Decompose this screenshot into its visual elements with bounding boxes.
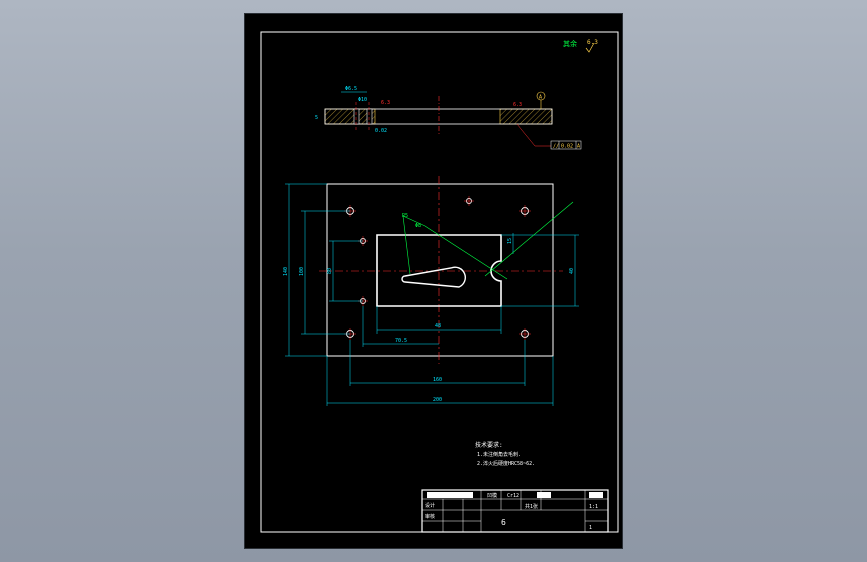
tolerance-datum: A — [577, 144, 580, 150]
tb-checker: 审核 — [425, 513, 435, 520]
side-chamfer-left: 6.3 — [381, 100, 390, 106]
dimension-lines — [285, 183, 579, 406]
dim-offset-left: 70.5 — [395, 338, 407, 344]
dim-slot-depth: 15 — [507, 238, 513, 244]
drawing-border — [260, 31, 619, 533]
technical-notes: 技术要求: 1.未注倒角去毛刺. 2.淬火后硬度HRC58~62. — [475, 441, 535, 467]
cad-drawing: 其余 6.3 Φ6.5 Φ10 0.02 5 6.3 6.3 A — [260, 31, 619, 533]
dim-window-width: 48 — [435, 323, 441, 329]
tb-designer: 设计 — [425, 502, 435, 509]
dim-width-holes: 160 — [433, 377, 442, 383]
side-hatch-right — [499, 108, 553, 125]
side-dim-2: Φ10 — [358, 97, 367, 103]
leader-note-hole: Φ8 — [415, 223, 421, 229]
tb-material: Cr12 — [507, 493, 519, 499]
punch-slot — [401, 266, 466, 288]
roughness-check-icon — [585, 42, 595, 53]
title-block-label-bar-2 — [537, 492, 551, 498]
roughness-value: 6.3 — [587, 39, 598, 46]
tolerance-symbol: // — [553, 144, 559, 150]
title-block: 凹模 Cr12 1:1 共1张 设计 审核 1 6 — [421, 489, 609, 533]
notes-line-1: 1.未注倒角去毛刺. — [477, 451, 521, 458]
side-hole-1 — [353, 108, 360, 125]
datum-letter: A — [539, 95, 542, 101]
notes-title: 技术要求: — [475, 441, 503, 449]
dim-height-outer: 140 — [283, 267, 289, 276]
tb-part-name: 凹模 — [487, 492, 497, 499]
leader-lines — [402, 201, 574, 280]
tb-scale: 1:1 — [589, 504, 598, 510]
side-view: Φ6.5 Φ10 0.02 5 6.3 6.3 A // 0.02 A — [315, 86, 582, 150]
side-dim-1: Φ6.5 — [345, 86, 357, 92]
dim-height-holes: 100 — [299, 267, 305, 276]
tb-sheet: 共1张 — [525, 503, 538, 510]
cad-drawing-viewport[interactable]: 其余 6.3 Φ6.5 Φ10 0.02 5 6.3 6.3 A — [244, 13, 623, 549]
tolerance-box — [550, 140, 582, 150]
side-hole-2 — [366, 108, 373, 125]
side-dim-thickness: 5 — [315, 115, 318, 121]
notes-line-2: 2.淬火后硬度HRC58~62. — [477, 460, 535, 467]
leader-note-radius: R5 — [402, 213, 408, 219]
tolerance-leader — [516, 123, 551, 147]
tb-quantity: 1 — [589, 525, 592, 531]
tb-number: 6 — [501, 518, 506, 527]
tolerance-value: 0.02 — [561, 144, 573, 150]
title-block-label-bar — [427, 492, 473, 498]
side-outline — [324, 108, 553, 125]
hole-crosshairs — [344, 196, 531, 340]
roughness-label: 其余 — [563, 39, 577, 48]
dim-width-outer: 200 — [433, 397, 442, 403]
datum-circle — [536, 91, 546, 101]
side-dim-3: 0.02 — [375, 128, 387, 134]
dim-window-height: 40 — [569, 268, 575, 274]
title-block-label-bar-3 — [589, 492, 603, 498]
plan-view: R5 Φ8 200 160 140 100 80 70.5 48 40 15 — [283, 176, 579, 406]
dim-height-slot: 80 — [327, 268, 333, 274]
side-chamfer-right: 6.3 — [513, 102, 522, 108]
plate-outline — [326, 183, 554, 357]
die-window — [376, 234, 502, 307]
